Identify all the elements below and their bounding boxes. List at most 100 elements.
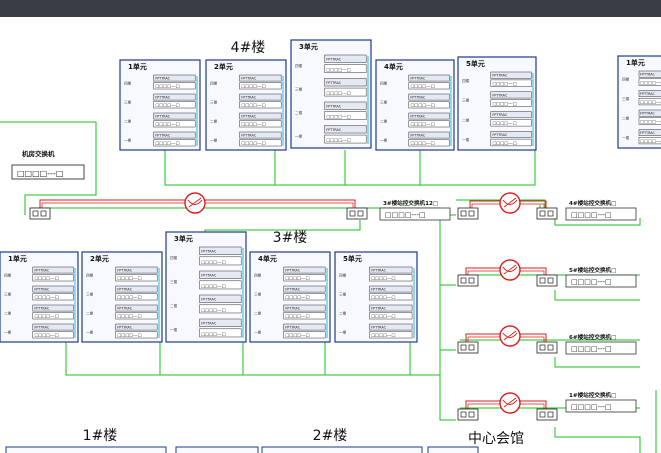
network-line [0,121,97,215]
switch-label: 5#楼站控交换机□ [569,266,616,274]
unit-patch-ports: □□□□---□ [285,295,309,300]
unit-switch-device [32,285,74,293]
unit-device-label: FPTTRAC [117,325,133,329]
unit-patch-panel [32,293,74,301]
floor-label: 四楼 [210,80,218,85]
unit-device-label: FPTTRAC [117,287,133,291]
fiber-transceiver [29,207,51,220]
unit-device-label: FPTTRAC [241,95,257,99]
unit-label: 4单元 [258,254,277,263]
unit-patch-ports: □□□□---□ [117,295,141,300]
transceiver-port [460,411,467,418]
unit-device-label: FPTTRAC [492,93,508,97]
unit-patch-panel [369,331,413,339]
unit-switch-device [32,323,74,331]
unit-switch-device [324,101,367,110]
floor-label: 一楼 [170,327,178,332]
unit-patch-panel [115,331,158,339]
unit-switch-device [32,266,74,274]
splitter-curve [503,264,517,275]
unit-device-label: FPTTRAC [492,133,508,137]
network-line [275,150,421,186]
floor-label: 二楼 [622,116,630,121]
floor-label: 二楼 [254,310,262,315]
unit-patch-ports: □□□□---□ [410,122,434,127]
unit-switch-device [638,70,661,78]
fiber-transceiver [457,274,479,287]
fiber-transceiver [536,207,558,220]
unit-patch-panel [239,82,282,90]
transceiver-box [457,274,479,287]
partial-unit-box [427,446,479,453]
network-line [554,290,640,301]
switch-port-panel [565,341,637,355]
unit-patch-panel [408,82,450,90]
unit-patch-panel [490,99,532,107]
transceiver-port [539,210,546,217]
optical-splitter [499,192,521,214]
splitter-curve [503,397,517,408]
transceiver-box [536,408,558,421]
unit-patch-ports: □□□□---□ [410,103,434,108]
room-switch-panel [11,164,85,180]
unit-patch-panel [324,87,367,97]
unit-patch-ports: □□□□---□ [285,276,309,281]
floor-label: 二楼 [339,310,347,315]
unit-patch-panel [153,120,196,128]
transceiver-port [460,277,467,284]
floor-label: 二楼 [380,118,388,123]
unit-patch-panel [490,119,532,127]
network-line [554,427,641,453]
unit-device-label: FPTTRAC [371,325,387,329]
floor-label: 四楼 [124,80,132,85]
network-line [554,215,641,226]
unit-label: 1单元 [626,58,645,67]
unit-device-label: FPTTRAC [155,114,171,118]
unit-device-label: FPTTRAC [285,287,301,291]
unit-patch-ports: □□□□---□ [371,314,395,319]
room-switch-ports: □□□□---□ [17,169,63,178]
unit-patch-ports: □□□□---□ [117,333,141,338]
switch-ports: □□□□---□ [571,211,612,219]
unit-label: 2单元 [214,62,233,71]
unit-patch-ports: □□□□---□ [492,140,516,145]
transceiver-box [346,207,368,220]
floor-label: 一楼 [210,137,218,142]
unit-patch-ports: □□□□---□ [640,100,661,105]
unit-patch-ports: □□□□---□ [34,314,58,319]
floor-label: 四楼 [339,272,347,277]
unit-patch-ports: □□□□---□ [640,119,661,124]
floor-label: 一楼 [339,329,347,334]
floor-switch-b4: 4#楼站控交换机□□□□□---□ [565,199,637,221]
unit-switch-device [283,304,326,312]
transceiver-box [457,408,479,421]
unit-device-label: FPTTRAC [201,250,217,254]
unit-patch-panel [638,117,661,125]
unit-patch-panel [32,312,74,320]
unit-device-label: FPTTRAC [640,92,656,96]
fiber-transceiver [536,274,558,287]
unit-patch-ports: □□□□---□ [371,333,395,338]
unit-box-b3-1: 1单元四楼FPTTRAC□□□□---□三楼FPTTRAC□□□□---□二楼F… [0,251,79,343]
unit-device-label: FPTTRAC [155,95,171,99]
unit-switch-device [324,54,367,63]
floor-label: 二楼 [170,303,178,308]
splitter-curve [502,399,518,405]
unit-patch-ports: □□□□---□ [201,283,225,288]
unit-switch-device [369,323,413,331]
unit-device-label: FPTTRAC [326,128,342,132]
unit-patch-panel [199,256,242,266]
unit-switch-device [199,246,242,255]
unit-box-b4-3: 3单元四楼FPTTRAC□□□□---□三楼FPTTRAC□□□□---□二楼F… [290,39,372,149]
floor-switch-b3: 3#楼站控交换机12□□□□□---□ [379,199,451,221]
unit-patch-panel [32,274,74,282]
floor-label: 四楼 [462,78,470,83]
floor-label: 二楼 [295,110,303,115]
unit-switch-device [369,266,413,274]
unit-box-b3-4: 4单元四楼FPTTRAC□□□□---□三楼FPTTRAC□□□□---□二楼F… [249,251,331,343]
floor-label: 三楼 [295,86,303,91]
floor-label: 四楼 [4,272,12,277]
unit-device-label: FPTTRAC [410,76,426,80]
unit-patch-ports: □□□□---□ [492,101,516,106]
transceiver-port [539,277,546,284]
